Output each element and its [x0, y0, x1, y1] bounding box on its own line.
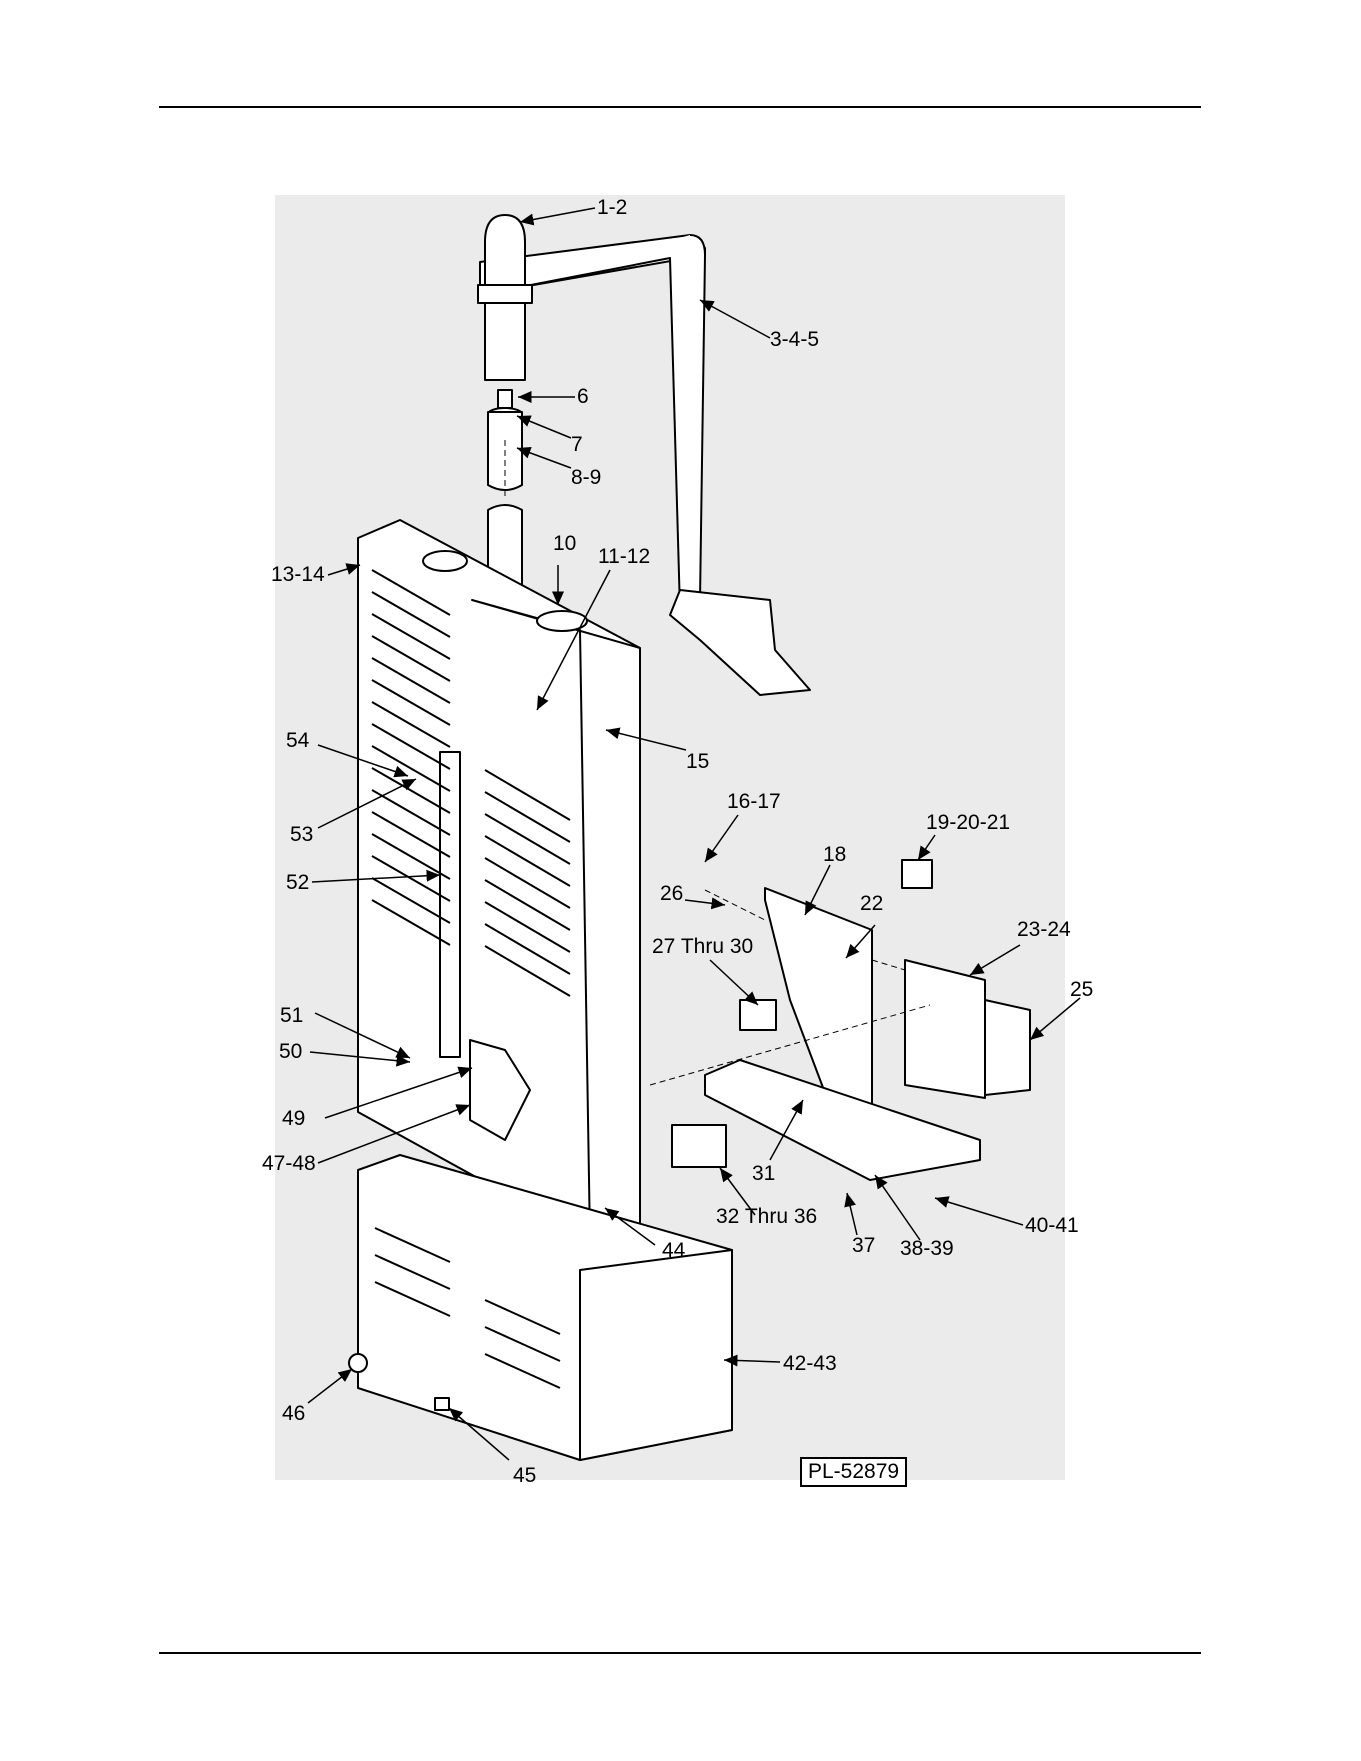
- screw-6: [498, 390, 512, 408]
- callout-25: 25: [1070, 978, 1093, 1001]
- callout-27-thru-30: 27 Thru 30: [652, 935, 753, 958]
- callout-8-9: 8-9: [571, 466, 601, 489]
- callout-11-12: 11-12: [598, 545, 650, 568]
- callout-45: 45: [513, 1464, 536, 1487]
- screw-45: [435, 1398, 449, 1410]
- callout-49: 49: [282, 1107, 305, 1130]
- callout-51: 51: [280, 1004, 303, 1027]
- drawing-reference: PL-52879: [800, 1457, 907, 1487]
- lower-cover-front: [580, 1250, 732, 1460]
- callout-50: 50: [279, 1040, 302, 1063]
- callout-38-39: 38-39: [900, 1237, 954, 1260]
- callout-47-48: 47-48: [262, 1152, 316, 1175]
- gearbox-25: [985, 1000, 1030, 1095]
- callout-32-thru-36: 32 Thru 36: [716, 1205, 817, 1228]
- callout-54: 54: [286, 729, 310, 752]
- callout-18: 18: [823, 843, 846, 866]
- callout-53: 53: [290, 823, 313, 846]
- callout-46: 46: [282, 1402, 305, 1425]
- bracket-52: [440, 752, 460, 1057]
- callout-15: 15: [686, 750, 709, 773]
- knob-collar: [478, 285, 532, 303]
- motor-23-24: [905, 960, 985, 1098]
- callout-42-43: 42-43: [783, 1352, 837, 1375]
- callout-23-24: 23-24: [1017, 918, 1071, 941]
- cover-plug-top: [423, 551, 467, 571]
- callout-31: 31: [752, 1162, 775, 1185]
- relay-32-36: [672, 1125, 726, 1167]
- callout-52: 52: [286, 871, 309, 894]
- callout-3-4-5: 3-4-5: [770, 328, 819, 351]
- callout-16-17: 16-17: [727, 790, 781, 813]
- callout-37: 37: [852, 1234, 875, 1257]
- callout-44: 44: [662, 1239, 686, 1262]
- callout-1-2: 1-2: [597, 196, 627, 219]
- callout-19-20-21: 19-20-21: [926, 811, 1010, 834]
- part-19-20-21: [902, 860, 932, 888]
- callout-22: 22: [860, 892, 883, 915]
- callout-40-41: 40-41: [1025, 1214, 1079, 1237]
- callout-10: 10: [553, 532, 576, 555]
- callout-26: 26: [660, 882, 683, 905]
- callout-6: 6: [577, 385, 589, 408]
- callout-13-14: 13-14: [271, 563, 325, 586]
- callout-7: 7: [571, 433, 583, 456]
